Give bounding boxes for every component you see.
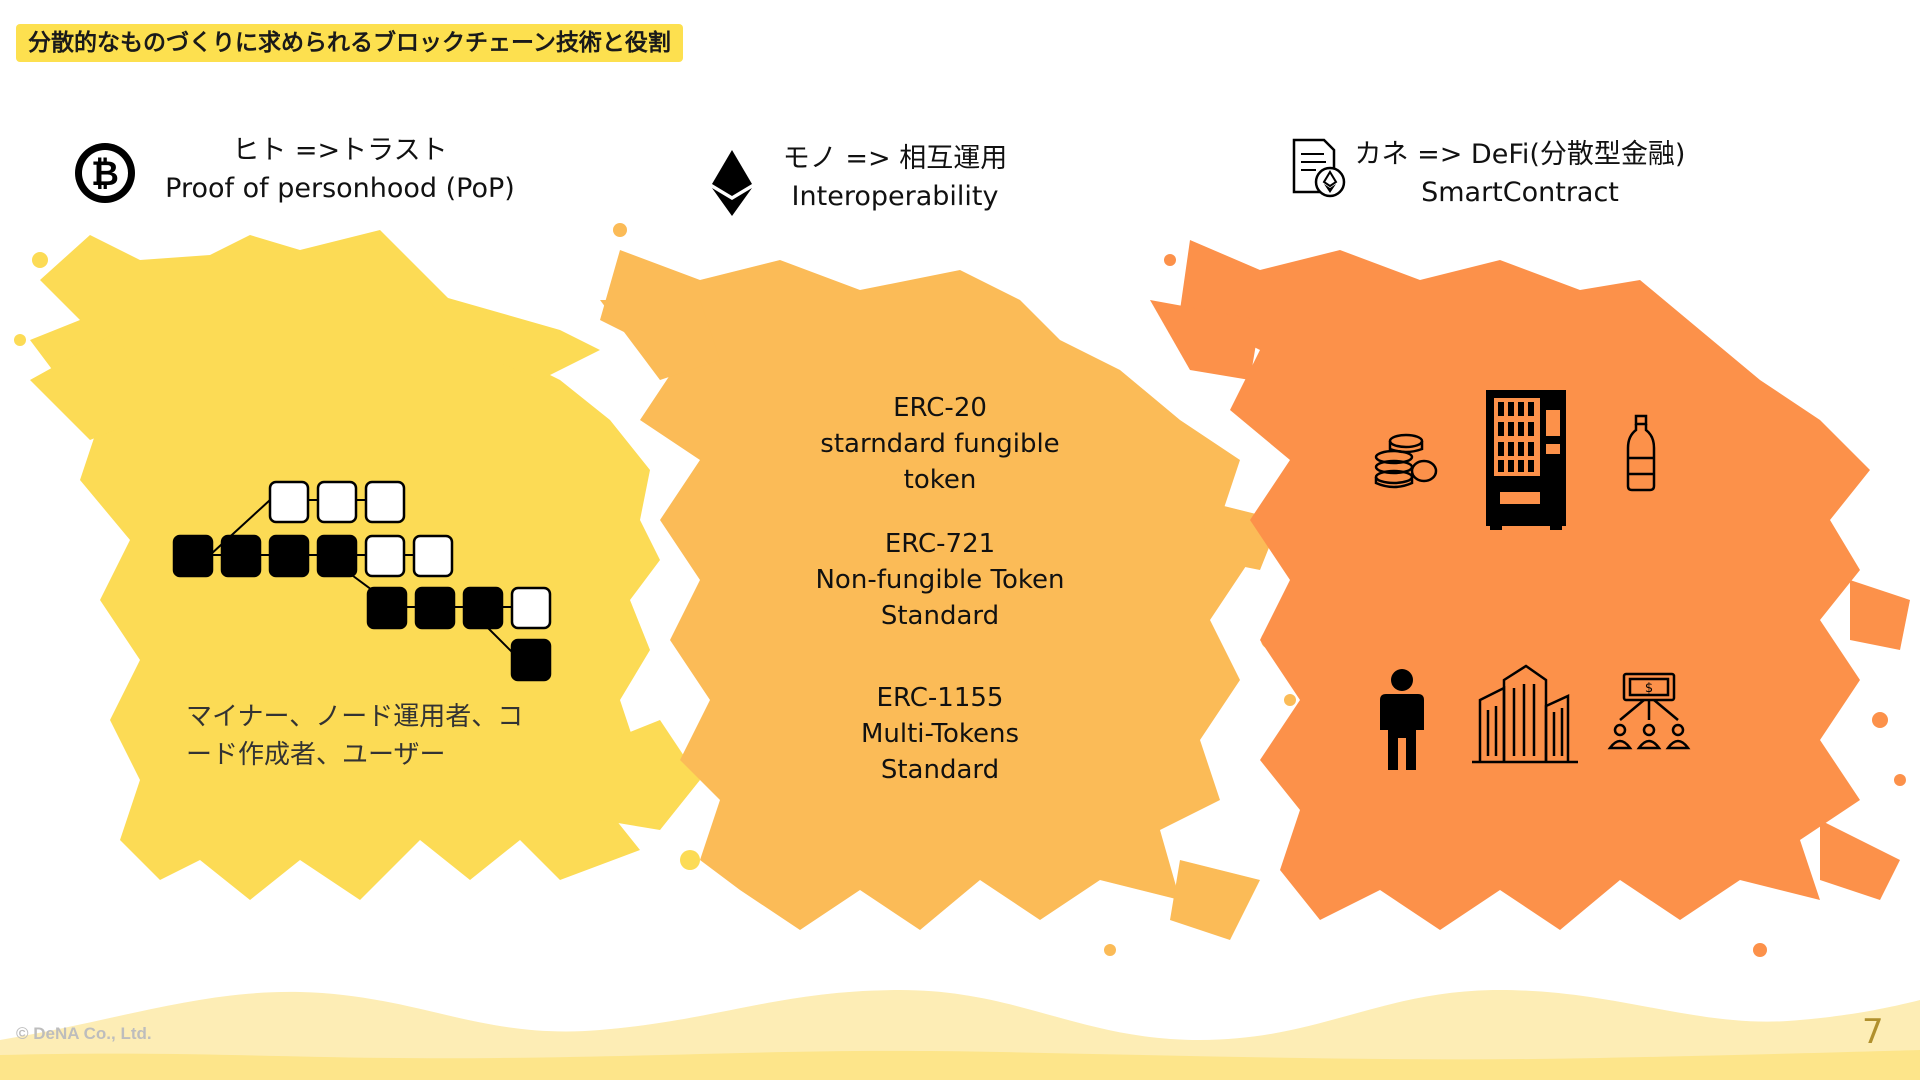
erc721-desc-line2: Standard [880, 601, 1000, 631]
erc20-standard: ERC-20 starndard fungible token [800, 390, 1080, 498]
erc721-standard: ERC-721 Non-fungible Token Standard [800, 526, 1080, 634]
orange-paint-splash [1150, 240, 1910, 957]
column-heading-people: ヒト =>トラスト Proof of personhood (PoP) [150, 132, 530, 208]
main-chain-blocks [172, 534, 552, 682]
erc721-name: ERC-721 [884, 529, 996, 559]
erc20-desc-line2: token [903, 465, 977, 495]
coin-stack-icon [1374, 433, 1438, 489]
erc20-desc-line1: starndard fungible [820, 429, 1060, 459]
roles-text: マイナー、ノード運用者、コード作成者、ユーザー [186, 702, 524, 770]
copyright-footer: © DeNA Co., Ltd. [16, 1024, 152, 1043]
heading-money-line2: SmartContract [1421, 177, 1619, 208]
erc20-name: ERC-20 [893, 393, 987, 423]
person-icon [1380, 669, 1424, 770]
slide-title: 分散的なものづくりに求められるブロックチェーン技術と役割 [16, 24, 683, 62]
buildings-icon [1472, 664, 1578, 764]
money-distribution-icon: $ [1607, 672, 1691, 750]
heading-things-line1: モノ => 相互運用 [782, 143, 1008, 174]
ethereum-icon [712, 150, 752, 216]
erc1155-standard: ERC-1155 Multi-Tokens Standard [800, 680, 1080, 788]
erc721-desc-line1: Non-fungible Token [815, 565, 1065, 595]
orphan-blocks [268, 480, 552, 630]
bottle-icon [1626, 414, 1656, 492]
bitcoin-icon: ₿ [75, 143, 135, 203]
bottom-wave-back [0, 990, 1920, 1080]
heading-people-line1: ヒト =>トラスト [232, 135, 448, 166]
heading-people-line2: Proof of personhood (PoP) [165, 173, 515, 204]
column-heading-money: カネ => DeFi(分散型金融) SmartContract [1350, 136, 1690, 212]
bottom-wave-front [0, 1050, 1920, 1080]
svg-text:$: $ [1645, 681, 1653, 696]
erc1155-desc-line1: Multi-Tokens [860, 719, 1020, 749]
svg-text:₿: ₿ [91, 154, 119, 194]
column-heading-things: モノ => 相互運用 Interoperability [770, 140, 1020, 216]
blockchain-fork-diagram [172, 480, 552, 682]
vending-machine-icon [1486, 390, 1566, 530]
page-number: 7 [1862, 1012, 1884, 1052]
erc1155-desc-line2: Standard [880, 755, 1000, 785]
smart-contract-document-icon [1292, 138, 1346, 198]
heading-things-line2: Interoperability [791, 181, 999, 212]
heading-money-line1: カネ => DeFi(分散型金融) [1354, 139, 1686, 170]
erc1155-name: ERC-1155 [876, 683, 1004, 713]
